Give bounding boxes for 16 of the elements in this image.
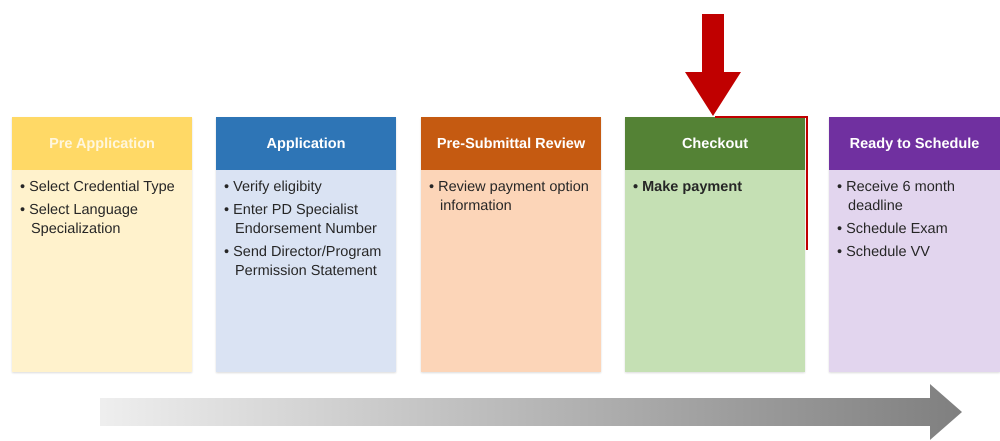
bullet-item: • Send Director/Program Permission Statement: [224, 243, 382, 281]
bullet-item: • Enter PD Specialist Endorsement Number: [224, 201, 378, 239]
bullet-item: • Make payment: [633, 178, 744, 197]
stage-header: Pre-Submittal Review: [421, 117, 601, 170]
stage-header: Pre Application: [12, 117, 192, 170]
bullet-item: • Schedule VV: [837, 243, 931, 262]
stage-header: Application: [216, 117, 396, 170]
bullet-item: • Select Credential Type: [20, 178, 176, 197]
stage-header: Ready to Schedule: [829, 117, 1000, 170]
bullet-item: • Review payment option information: [429, 178, 590, 216]
arrow: [685, 14, 741, 116]
bullet-item: • Select Language Specialization: [20, 201, 139, 239]
stage-header: Checkout: [625, 117, 805, 170]
bullet-item: • Schedule Exam: [837, 220, 949, 239]
bullet-item: • Receive 6 month deadline: [837, 178, 956, 216]
bullet-item: • Verify eligibity: [224, 178, 323, 197]
